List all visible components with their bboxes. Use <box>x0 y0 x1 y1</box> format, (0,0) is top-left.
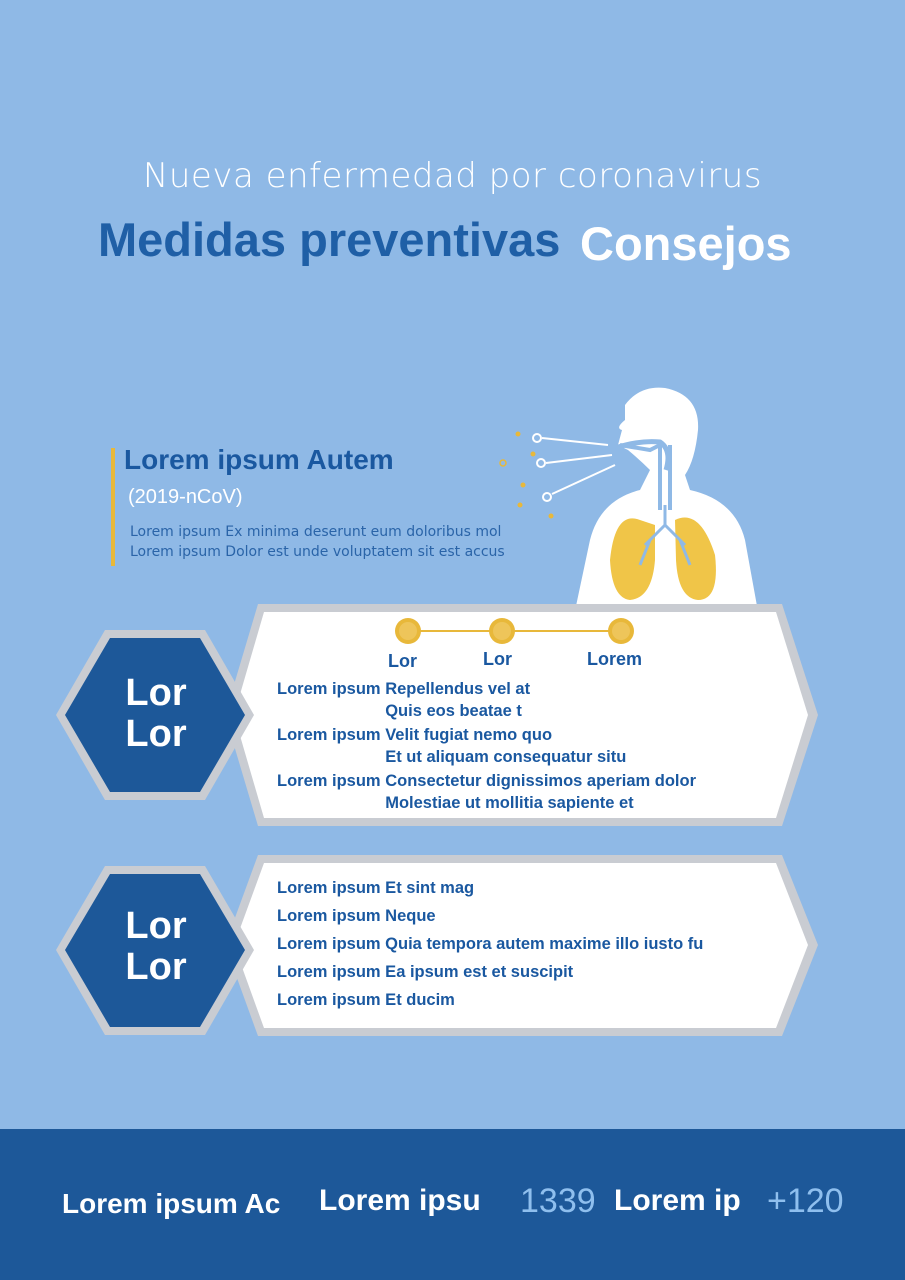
panel-1-hex-label: Lor Lor <box>56 673 256 755</box>
intro-line: Lorem ipsum Ex minima deserunt eum dolor… <box>130 524 502 540</box>
panel-1-shape <box>56 604 818 826</box>
panel-2-row: Lorem ipsum Quia tempora autem maxime il… <box>277 935 704 953</box>
hex-label-line: Lor <box>125 905 187 947</box>
footer-label: Lorem ip <box>614 1184 741 1217</box>
hex-label-line: Lor <box>125 713 187 755</box>
intro-line: Lorem ipsum Dolor est unde voluptatem si… <box>130 544 505 560</box>
accent-bar <box>111 448 115 566</box>
hex-label-line: Lor <box>125 946 187 988</box>
step-label: Lorem <box>587 649 643 669</box>
title-light: Consejos <box>580 217 792 270</box>
lungs-illustration-icon <box>499 387 757 606</box>
section-code: (2019-nCoV) <box>128 486 243 508</box>
panel-2-shape <box>56 855 818 1036</box>
step-label: Lor <box>483 649 512 669</box>
panel-2-row: Lorem ipsum Ea ipsum est et suscipit <box>277 963 574 981</box>
title-dark: Medidas preventivas <box>98 213 561 266</box>
footer-label: Lorem ipsum Ac <box>62 1188 281 1219</box>
step-label: Lor <box>388 651 417 671</box>
panel-2-hex-label: Lor Lor <box>56 906 256 988</box>
panel-shapes <box>56 604 818 1036</box>
panel-2-row: Lorem ipsum Et ducim <box>277 991 455 1009</box>
footer-band <box>0 1129 905 1280</box>
footer-number: +120 <box>767 1182 844 1220</box>
panel-2-row: Lorem ipsum Et sint mag <box>277 879 475 897</box>
section-title: Lorem ipsum Autem <box>124 444 394 475</box>
footer-number: 1339 <box>520 1182 596 1220</box>
footer-label: Lorem ipsu <box>319 1184 481 1217</box>
panel-1-row: Lorem ipsum Consectetur dignissimos aper… <box>277 772 697 812</box>
subtitle: Nueva enfermedad por coronavirus <box>142 156 763 196</box>
panel-2-row: Lorem ipsum Neque <box>277 907 436 925</box>
hex-label-line: Lor <box>125 672 187 714</box>
timeline <box>395 618 634 644</box>
